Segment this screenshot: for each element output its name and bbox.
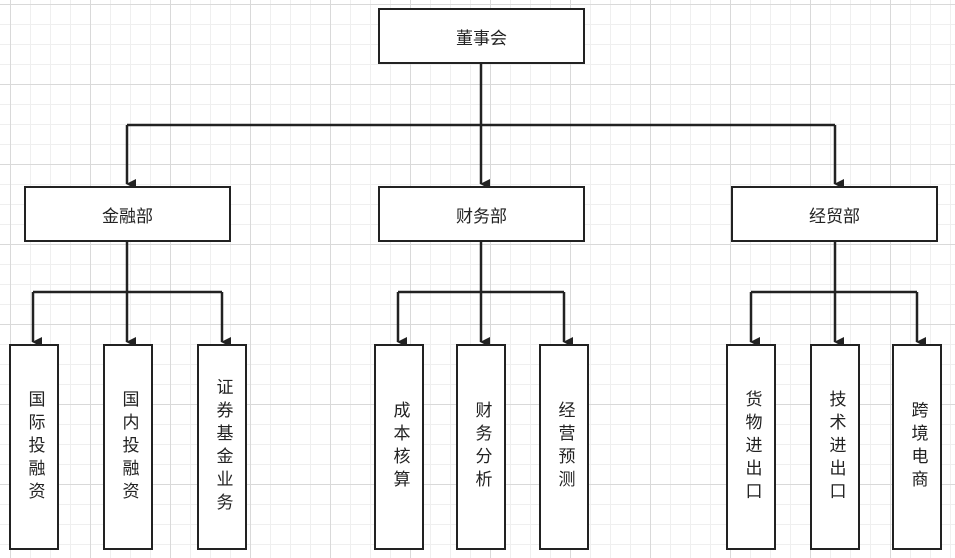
node-label: 成本核算	[389, 401, 410, 493]
node-financial-analysis: 财务分析	[456, 344, 506, 550]
node-label: 技术进出口	[825, 389, 846, 505]
node-business-forecast: 经营预测	[539, 344, 589, 550]
node-tech-import-export: 技术进出口	[810, 344, 860, 550]
node-domestic-investment: 国内投融资	[103, 344, 153, 550]
node-cost-accounting: 成本核算	[374, 344, 424, 550]
node-label: 国内投融资	[118, 389, 139, 505]
node-board-of-directors: 董事会	[378, 8, 585, 64]
node-label: 经营预测	[554, 401, 575, 493]
node-trade-dept: 经贸部	[731, 186, 938, 242]
node-label: 货物进出口	[741, 389, 762, 505]
node-label: 国际投融资	[24, 389, 45, 505]
node-cross-border-ecommerce: 跨境电商	[892, 344, 942, 550]
node-international-investment: 国际投融资	[9, 344, 59, 550]
node-goods-import-export: 货物进出口	[726, 344, 776, 550]
node-label: 证券基金业务	[212, 378, 233, 516]
node-accounting-dept: 财务部	[378, 186, 585, 242]
node-label: 跨境电商	[907, 401, 928, 493]
node-securities-fund: 证券基金业务	[197, 344, 247, 550]
node-finance-dept: 金融部	[24, 186, 231, 242]
node-label: 财务分析	[471, 401, 492, 493]
